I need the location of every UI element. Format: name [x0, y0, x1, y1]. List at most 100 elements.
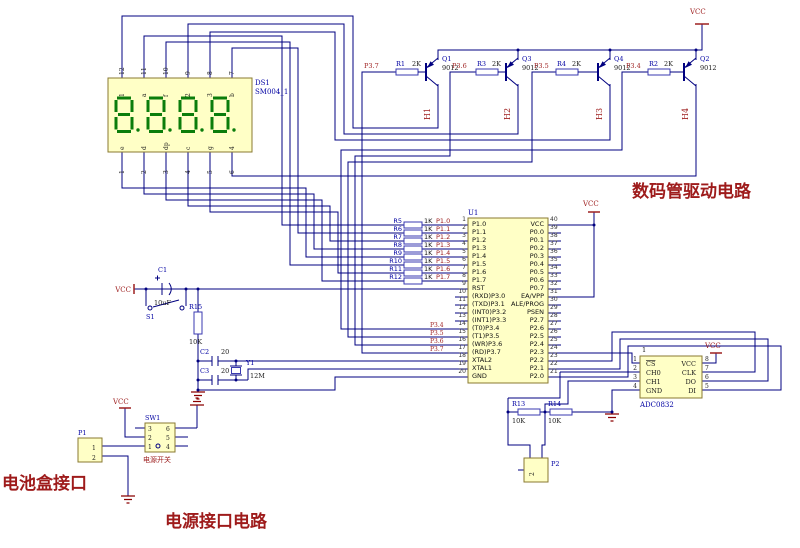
resistor-r14	[549, 408, 573, 416]
pullup-refs: R5 R6 R7 R8 R9 R10 R11 R12	[389, 217, 402, 281]
adc-pin-name: DI	[688, 387, 696, 395]
crystal-value: 12M	[250, 372, 265, 380]
cap-ref: C2	[200, 348, 209, 356]
wire-mcu-to-adc	[548, 331, 782, 391]
display-top-pin-number: 7	[229, 71, 236, 75]
wire-emitter-stubs	[437, 50, 697, 58]
display-top-pin-name: 1	[119, 93, 126, 97]
resistor-ref: R2	[649, 60, 658, 68]
mcu-right-pin-names: VCC P0.0 P0.1 P0.2 P0.3 P0.4 P0.5 P0.6 P…	[511, 220, 544, 380]
crystal-y1	[230, 365, 242, 376]
net-label: P3.6	[452, 62, 467, 70]
transistor-ref: Q3	[522, 55, 531, 63]
display-top-pin-name: f	[163, 94, 170, 97]
net-label: P3.5	[534, 62, 549, 70]
sw1-ref: SW1	[145, 414, 160, 422]
resistor-ref: R13	[512, 400, 525, 408]
transistor-q3	[505, 57, 519, 87]
wire-digit-common-routes	[121, 15, 697, 177]
transistor-part: 9012	[522, 64, 539, 72]
mcu-ref: U1	[468, 209, 478, 217]
net-label: P3.6	[430, 338, 444, 345]
switch-s1	[147, 299, 185, 311]
p2-connector-body	[523, 457, 549, 483]
cap-value: 20	[221, 348, 229, 356]
adc-pin1-flag: 1	[642, 346, 646, 354]
adc-pin-number: 4	[633, 383, 637, 390]
display-bottom-pin-number: 1	[119, 170, 126, 174]
transistor-ref: Q4	[614, 55, 623, 63]
resistor-ref: R1	[396, 60, 405, 68]
net-label: P3.7	[364, 62, 379, 70]
net-label: P3.7	[430, 346, 444, 353]
net-label: P3.5	[430, 330, 444, 337]
wire-power-section	[102, 405, 198, 496]
adc-pin-number: 7	[705, 365, 709, 372]
resistor-value: 2K	[664, 60, 673, 68]
resistor-r2	[647, 68, 671, 76]
resistor-network-r5-r12	[403, 221, 423, 285]
vcc-label: VCC	[582, 200, 599, 208]
capacitor-c1	[134, 275, 172, 296]
sw1-pin-number: 4	[166, 444, 170, 451]
display-bottom-pin-name: g	[207, 146, 214, 150]
wire-segment-routes	[121, 35, 404, 282]
sw1-pin-number: 6	[166, 426, 170, 433]
transistor-part: 9012	[614, 64, 631, 72]
vcc-label: VCC	[689, 8, 706, 16]
capacitor-c3	[211, 375, 219, 385]
resistor-value: 2K	[492, 60, 501, 68]
sw1-pin-number: 2	[148, 435, 152, 442]
display-bottom-pin-name: d	[141, 146, 148, 150]
net-label: P3.4	[626, 62, 641, 70]
mcu-right-pin-numbers: 40 39 38 37 36 35 34 33 32 31 30 29 28 2…	[550, 216, 558, 375]
pullup-nets: P1.0 P1.1 P1.2 P1.3 P1.4 P1.5 P1.6 P1.7	[436, 217, 451, 281]
sw1-pin-number: 1	[148, 444, 152, 451]
transistor-part: 9012	[700, 64, 717, 72]
switch-ref: S1	[146, 313, 155, 321]
adc-pin-number: 3	[633, 374, 637, 381]
display-bottom-pin-name: c	[185, 146, 192, 150]
adc-pin-number: 6	[705, 374, 709, 381]
adc-pin-number: 2	[633, 365, 637, 372]
vcc-label: VCC	[114, 286, 131, 294]
adc-pin-number: 8	[705, 356, 709, 363]
cap-ref: C3	[200, 367, 209, 375]
display-top-pin-number: 12	[119, 67, 126, 75]
adc-pin-name: VCC	[680, 360, 696, 368]
ground-osc	[191, 391, 205, 400]
transistor-ref: Q2	[700, 55, 709, 63]
resistor-r13	[517, 408, 541, 416]
transistor-part: 9012	[442, 64, 459, 72]
display-bottom-pin-name: e	[119, 146, 126, 150]
display-top-pin-name: 3	[207, 93, 214, 97]
display-top-pin-name: 2	[185, 93, 192, 97]
display-top-pin-number: 10	[163, 67, 170, 75]
caption-battery-interface: 电池盒接口	[2, 474, 87, 494]
pullup-values: 1K 1K 1K 1K 1K 1K 1K 1K	[424, 217, 433, 281]
p1-ref: P1	[78, 429, 87, 437]
resistor-value: 2K	[412, 60, 421, 68]
adc-pin-name: DO	[685, 378, 696, 386]
ground-adc	[605, 413, 619, 422]
digit-tag: H4	[681, 108, 690, 120]
resistor-ref: R3	[477, 60, 486, 68]
resistor-value: 2K	[572, 60, 581, 68]
digit-tag: H3	[595, 108, 604, 120]
display-bottom-pin-number: 5	[207, 170, 214, 174]
vcc-label: VCC	[112, 398, 129, 406]
wire-p3-base-routes	[340, 71, 648, 354]
caption-power-interface: 电源接口电路	[165, 512, 267, 532]
adc-pin-number: 5	[705, 383, 709, 390]
resistor-r1	[395, 68, 419, 76]
p1-pin-number: 2	[92, 455, 96, 462]
ground-p1	[121, 495, 135, 504]
display-top-pin-name: b	[229, 93, 236, 97]
adc-pin-number: 1	[633, 356, 637, 363]
wire-vcc-rail	[437, 24, 703, 60]
caption-driver-circuit: 数码管驱动电路	[632, 182, 751, 202]
mcu-left-pin-numbers: 1 2 3 4 5 6 7 8 9 10 11 12 13 14 15 16 1…	[458, 216, 466, 375]
junction-dots	[144, 48, 698, 414]
